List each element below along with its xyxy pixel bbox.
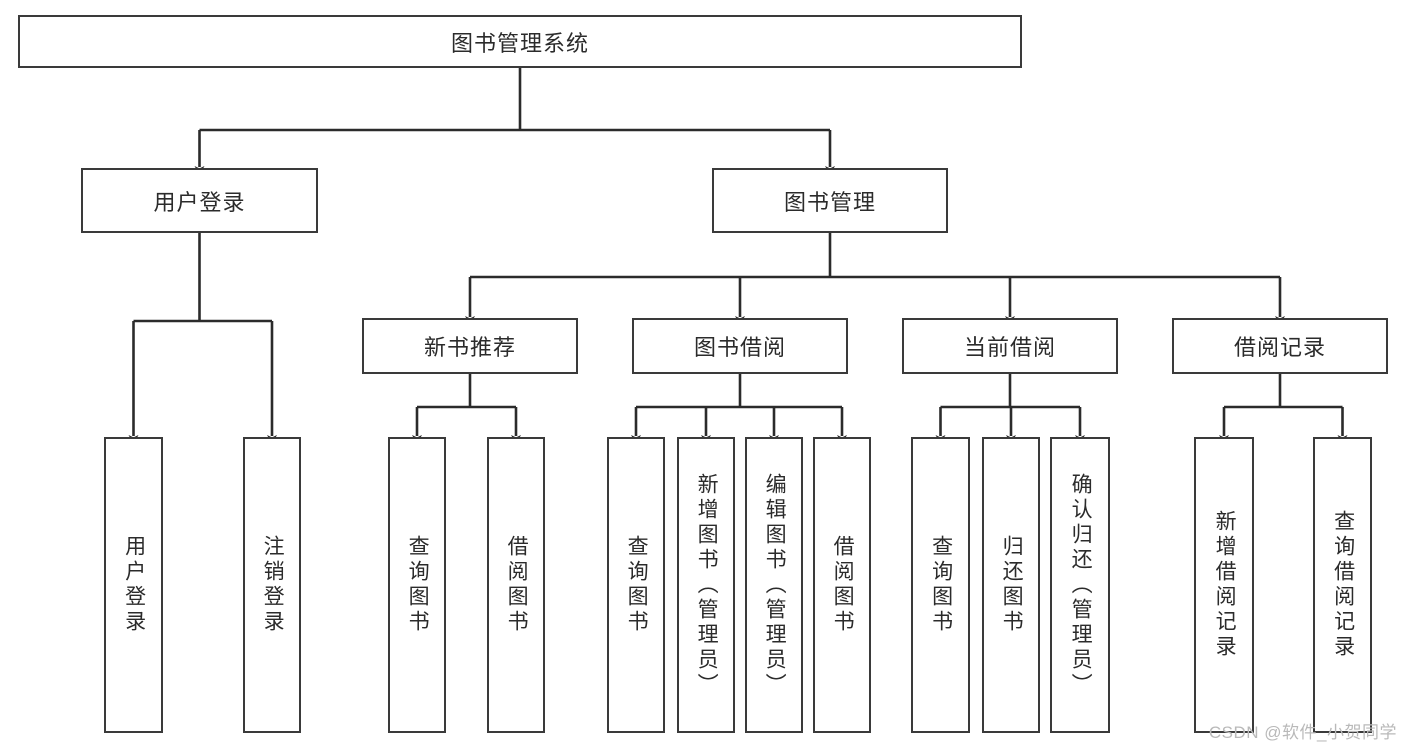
node-label: 新书推荐 [423, 335, 516, 360]
leaf-query-books-borrow[interactable]: 查询图书 [607, 437, 665, 733]
node-label: 用户登录 [122, 535, 146, 635]
watermark: CSDN @软件_小贺同学 [1208, 723, 1397, 742]
node-root[interactable]: 图书管理系统 [18, 15, 1022, 68]
node-label: 图书管理 [783, 189, 876, 215]
node-label: 借阅图书 [505, 535, 529, 635]
leaf-add-book-admin[interactable]: 新增图书（管理员） [677, 437, 735, 733]
node-current-borrow[interactable]: 当前借阅 [902, 318, 1118, 374]
node-label: 图书管理系统 [450, 30, 589, 56]
leaf-borrow-books-recommend[interactable]: 借阅图书 [487, 437, 545, 733]
node-label: 用户登录 [153, 189, 246, 215]
node-label: 确认归还（管理员） [1069, 472, 1093, 698]
leaf-confirm-return-admin[interactable]: 确认归还（管理员） [1050, 437, 1110, 733]
node-new-book-recommend[interactable]: 新书推荐 [362, 318, 578, 374]
leaf-logout[interactable]: 注销登录 [243, 437, 301, 733]
leaf-edit-book-admin[interactable]: 编辑图书（管理员） [745, 437, 803, 733]
leaf-query-books-current[interactable]: 查询图书 [911, 437, 970, 733]
node-label: 借阅记录 [1233, 335, 1326, 360]
node-label: 编辑图书（管理员） [763, 472, 787, 698]
leaf-query-books-recommend[interactable]: 查询图书 [388, 437, 446, 733]
leaf-return-book[interactable]: 归还图书 [982, 437, 1040, 733]
node-book-borrow[interactable]: 图书借阅 [632, 318, 848, 374]
node-label: 新增图书（管理员） [695, 472, 719, 698]
leaf-query-borrow-record[interactable]: 查询借阅记录 [1313, 437, 1372, 733]
node-label: 图书借阅 [693, 335, 786, 360]
node-borrow-record[interactable]: 借阅记录 [1172, 318, 1388, 374]
node-book-management[interactable]: 图书管理 [712, 168, 948, 233]
leaf-add-borrow-record[interactable]: 新增借阅记录 [1194, 437, 1254, 733]
node-label: 当前借阅 [963, 335, 1056, 360]
node-label: 查询图书 [929, 535, 953, 635]
node-label: 新增借阅记录 [1213, 510, 1237, 660]
node-user-login[interactable]: 用户登录 [81, 168, 318, 233]
node-label: 归还图书 [1000, 535, 1024, 635]
node-label: 查询图书 [406, 535, 430, 635]
node-label: 借阅图书 [831, 535, 855, 635]
node-label: 注销登录 [261, 535, 285, 635]
leaf-user-login[interactable]: 用户登录 [104, 437, 163, 733]
node-label: 查询图书 [625, 535, 649, 635]
leaf-borrow-book[interactable]: 借阅图书 [813, 437, 871, 733]
node-label: 查询借阅记录 [1331, 510, 1355, 660]
